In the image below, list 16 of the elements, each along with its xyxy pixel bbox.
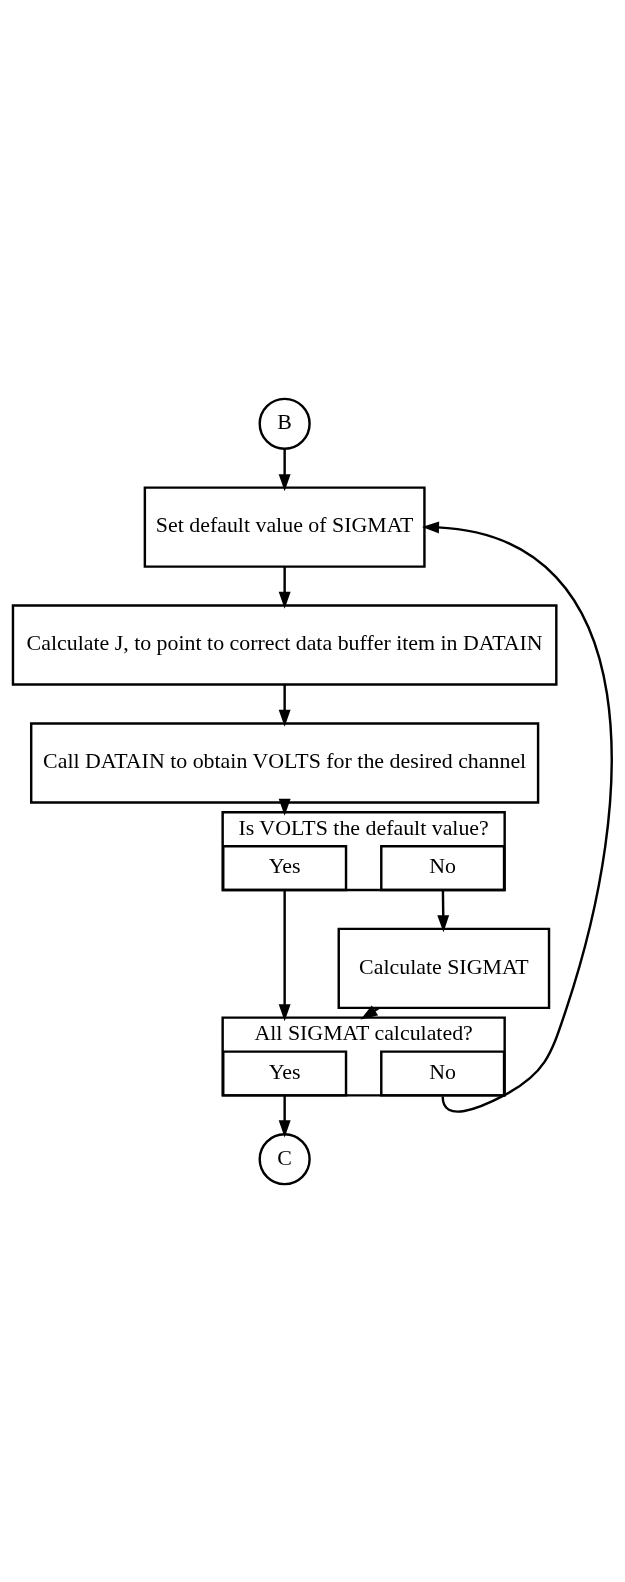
node-box: Calculate SIGMAT [337, 927, 551, 1009]
node-box: Yes [222, 844, 348, 891]
arrow [278, 889, 291, 1021]
node-box: No [380, 1049, 506, 1097]
node-box: Set default value of SIGMAT [143, 485, 426, 568]
arrow [278, 798, 291, 816]
node-box: No [380, 844, 506, 891]
node-box: Calculate J, to point to correct data buffer item in DATAIN [11, 603, 558, 686]
arrow [278, 448, 291, 491]
arrow [278, 1095, 291, 1137]
node-circle: B [258, 397, 311, 450]
arrow [278, 566, 291, 609]
node-circle: C [258, 1132, 311, 1185]
arrow [278, 684, 291, 727]
node-box: Yes [222, 1049, 348, 1097]
arrow [437, 889, 450, 932]
